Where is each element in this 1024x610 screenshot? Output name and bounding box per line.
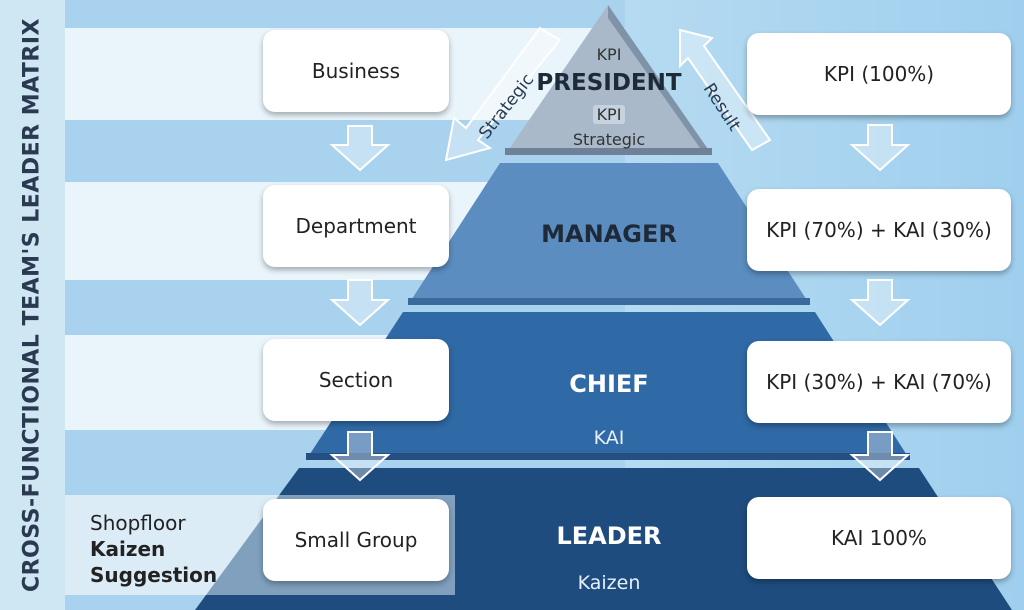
result-arrow-icon (679, 28, 772, 152)
level-box-department: Department (263, 185, 449, 267)
down-arrow-icon (849, 124, 911, 172)
tier-president (505, 5, 712, 155)
sidebar: CROSS-FUNCTIONAL TEAM'S LEADER MATRIX (0, 0, 65, 610)
leader-kaizen-label: Kaizen (577, 572, 641, 594)
tier-label-leader: LEADER (556, 522, 662, 550)
tier-manager (408, 163, 810, 305)
down-arrow-icon (849, 279, 911, 327)
tier-label-manager: MANAGER (541, 220, 677, 248)
president-kpi-label: KPI (596, 45, 622, 64)
metric-box-manager: KPI (70%) + KAI (30%) (747, 189, 1011, 271)
kaizen-text: Kaizen (90, 537, 166, 561)
pyramid-shade (306, 453, 910, 460)
pyramid-shade (408, 298, 810, 305)
pyramid-shade (505, 148, 712, 155)
metric-box-chief: KPI (30%) + KAI (70%) (747, 341, 1011, 423)
shopfloor-text: Shopfloor (90, 511, 186, 535)
band (65, 0, 625, 28)
pyramid-shade (608, 5, 712, 155)
level-box-business: Business (263, 30, 449, 112)
down-arrow-icon (849, 431, 911, 482)
down-arrow-icon (329, 279, 391, 327)
level-box-section: Section (263, 339, 449, 421)
chief-kai-label: KAI (593, 427, 625, 449)
strategic-arrow-icon (444, 26, 562, 162)
down-arrow-icon (329, 431, 391, 482)
metric-box-president: KPI (100%) (747, 33, 1011, 115)
tier-label-chief: CHIEF (569, 370, 649, 398)
president-kpi-badge: KPI (592, 105, 626, 124)
tier-label-president: PRESIDENT (536, 70, 682, 96)
metric-box-leader: KAI 100% (747, 497, 1011, 579)
shopfloor-label: Shopfloor Kaizen Suggestion (90, 510, 217, 588)
level-box-small-group: Small Group (263, 499, 449, 581)
down-arrow-icon (329, 125, 391, 172)
suggestion-text: Suggestion (90, 563, 218, 587)
president-strategic-label: Strategic (572, 130, 646, 149)
